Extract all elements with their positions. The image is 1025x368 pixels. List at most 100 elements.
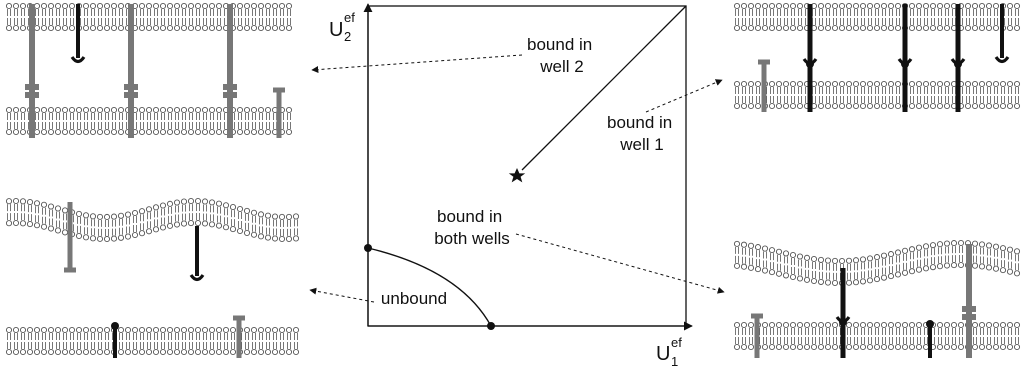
lipid-head xyxy=(817,80,825,88)
lipid-head xyxy=(201,106,209,114)
lipid-head xyxy=(782,272,790,279)
lipid-head xyxy=(215,348,223,356)
lipid-head xyxy=(789,102,797,110)
lipid-head xyxy=(747,343,755,351)
lipid-head xyxy=(117,128,125,136)
lipid-head xyxy=(943,24,951,32)
lipid-head xyxy=(740,263,748,270)
lipid-head xyxy=(208,221,216,228)
lipid-head xyxy=(782,80,790,88)
lipid-head xyxy=(915,24,923,32)
lipid-head xyxy=(978,321,986,329)
curve-endpoint-bottom xyxy=(487,322,495,330)
lipid-head xyxy=(208,128,216,136)
lipid-tails xyxy=(7,204,298,236)
lipid-head xyxy=(117,106,125,114)
cup-head xyxy=(189,274,205,282)
lipid-head xyxy=(152,24,160,32)
lipid-head xyxy=(138,106,146,114)
pointer-well-2 xyxy=(311,54,523,74)
lipid-head xyxy=(145,24,153,32)
lipid-head xyxy=(278,235,286,243)
lipid-head xyxy=(138,230,146,237)
lipid-head xyxy=(894,249,902,256)
lipid-head xyxy=(922,24,930,32)
lipid-head xyxy=(789,273,797,281)
lipid-head xyxy=(894,321,902,329)
lipid-head xyxy=(768,343,776,351)
lipid-head xyxy=(19,198,27,205)
lipid-head xyxy=(201,326,209,334)
lipid-head xyxy=(964,102,972,110)
lipid-head xyxy=(761,321,769,329)
lipid-head xyxy=(40,24,48,32)
lipid-head xyxy=(852,2,860,10)
lipid-head xyxy=(19,128,27,136)
lipid-head xyxy=(740,241,748,248)
lipid-head xyxy=(740,80,748,88)
lipid-head xyxy=(1006,2,1014,10)
lipid-head xyxy=(831,2,839,10)
lipid-head xyxy=(915,80,923,88)
lipid-head xyxy=(901,321,909,329)
lipid-head xyxy=(250,209,258,216)
lipid-head xyxy=(5,106,13,114)
lipid-head xyxy=(264,106,272,114)
lipid-head xyxy=(103,106,111,114)
lipid-head xyxy=(26,199,34,206)
lipid-head xyxy=(838,2,846,10)
lipid-head xyxy=(257,2,265,10)
lipid-head xyxy=(26,348,34,356)
lipid-head xyxy=(264,348,272,356)
pointer-well-1 xyxy=(645,79,723,113)
lipid-head xyxy=(152,106,160,114)
lipid-head xyxy=(12,197,20,205)
lipid-head xyxy=(754,2,762,10)
lipid-head xyxy=(887,2,895,10)
svg-text:ef: ef xyxy=(671,335,682,350)
lipid-head xyxy=(152,326,160,334)
lipid-head xyxy=(131,231,139,239)
lipid-bilayer xyxy=(733,80,1021,110)
lipid-head xyxy=(775,102,783,110)
lipid-head xyxy=(54,227,62,234)
lipid-head xyxy=(929,80,937,88)
lipid-head xyxy=(866,277,874,284)
lipid-head xyxy=(159,348,167,356)
lipid-head xyxy=(922,265,930,272)
lipid-head xyxy=(82,348,90,356)
lipid-head xyxy=(908,80,916,88)
lipid-head xyxy=(908,321,916,329)
lipid-head xyxy=(82,234,90,241)
pointer-unbound xyxy=(309,287,375,303)
binding-junction xyxy=(124,84,138,90)
binding-junction xyxy=(223,92,237,98)
lipid-head xyxy=(166,326,174,334)
lipid-head xyxy=(68,128,76,136)
lipid-head xyxy=(852,102,860,110)
t-head xyxy=(273,87,285,93)
lipid-head xyxy=(40,128,48,136)
lipid-head xyxy=(180,24,188,32)
lipid-head xyxy=(5,2,13,10)
lipid-head xyxy=(285,128,293,136)
lipid-head xyxy=(943,102,951,110)
lipid-head xyxy=(61,128,69,136)
lipid-head xyxy=(740,102,748,110)
lipid-bilayer xyxy=(5,326,300,356)
lipid-head xyxy=(285,348,293,356)
lipid-head xyxy=(824,257,832,264)
lipid-head xyxy=(26,326,34,334)
lipid-head xyxy=(40,223,48,230)
lipid-head xyxy=(1006,102,1014,110)
lipid-head xyxy=(61,229,69,236)
lipid-head xyxy=(824,279,832,286)
lipid-head xyxy=(922,2,930,10)
lipid-head xyxy=(852,321,860,329)
lipid-head xyxy=(47,24,55,32)
lipid-head xyxy=(117,326,125,334)
lipid-head xyxy=(180,106,188,114)
lipid-head xyxy=(985,80,993,88)
lipid-head xyxy=(131,326,139,334)
